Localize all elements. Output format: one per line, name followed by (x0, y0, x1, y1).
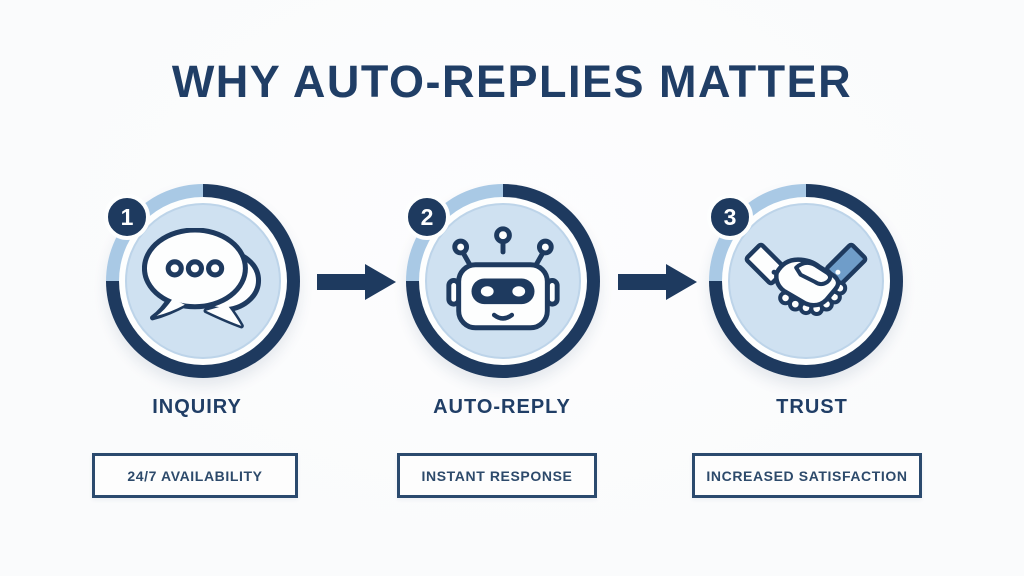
flow-arrow-icon (317, 264, 396, 300)
step-number-badge: 2 (404, 194, 450, 240)
benefit-box-instant-response: INSTANT RESPONSE (397, 453, 597, 498)
benefit-box-satisfaction: INCREASED SATISFACTION (692, 453, 922, 498)
step-number-badge: 3 (707, 194, 753, 240)
step-label-inquiry: INQUIRY (152, 396, 242, 418)
step-circle-trust: 3 (707, 184, 903, 378)
benefit-box-availability: 24/7 AVAILABILITY (92, 453, 298, 498)
robot-icon (446, 226, 560, 331)
chat-bubbles-icon (142, 228, 262, 329)
flow-arrow-icon (618, 264, 697, 300)
step-number-badge: 1 (104, 194, 150, 240)
page-title: WHY AUTO-REPLIES MATTER (171, 56, 853, 107)
step-label-auto-reply: AUTO-REPLY (433, 396, 571, 418)
step-circle-inquiry: 1 (104, 184, 300, 378)
handshake-icon (744, 242, 868, 316)
step-label-trust: TRUST (776, 396, 848, 418)
step-circle-auto-reply: 2 (404, 184, 600, 378)
